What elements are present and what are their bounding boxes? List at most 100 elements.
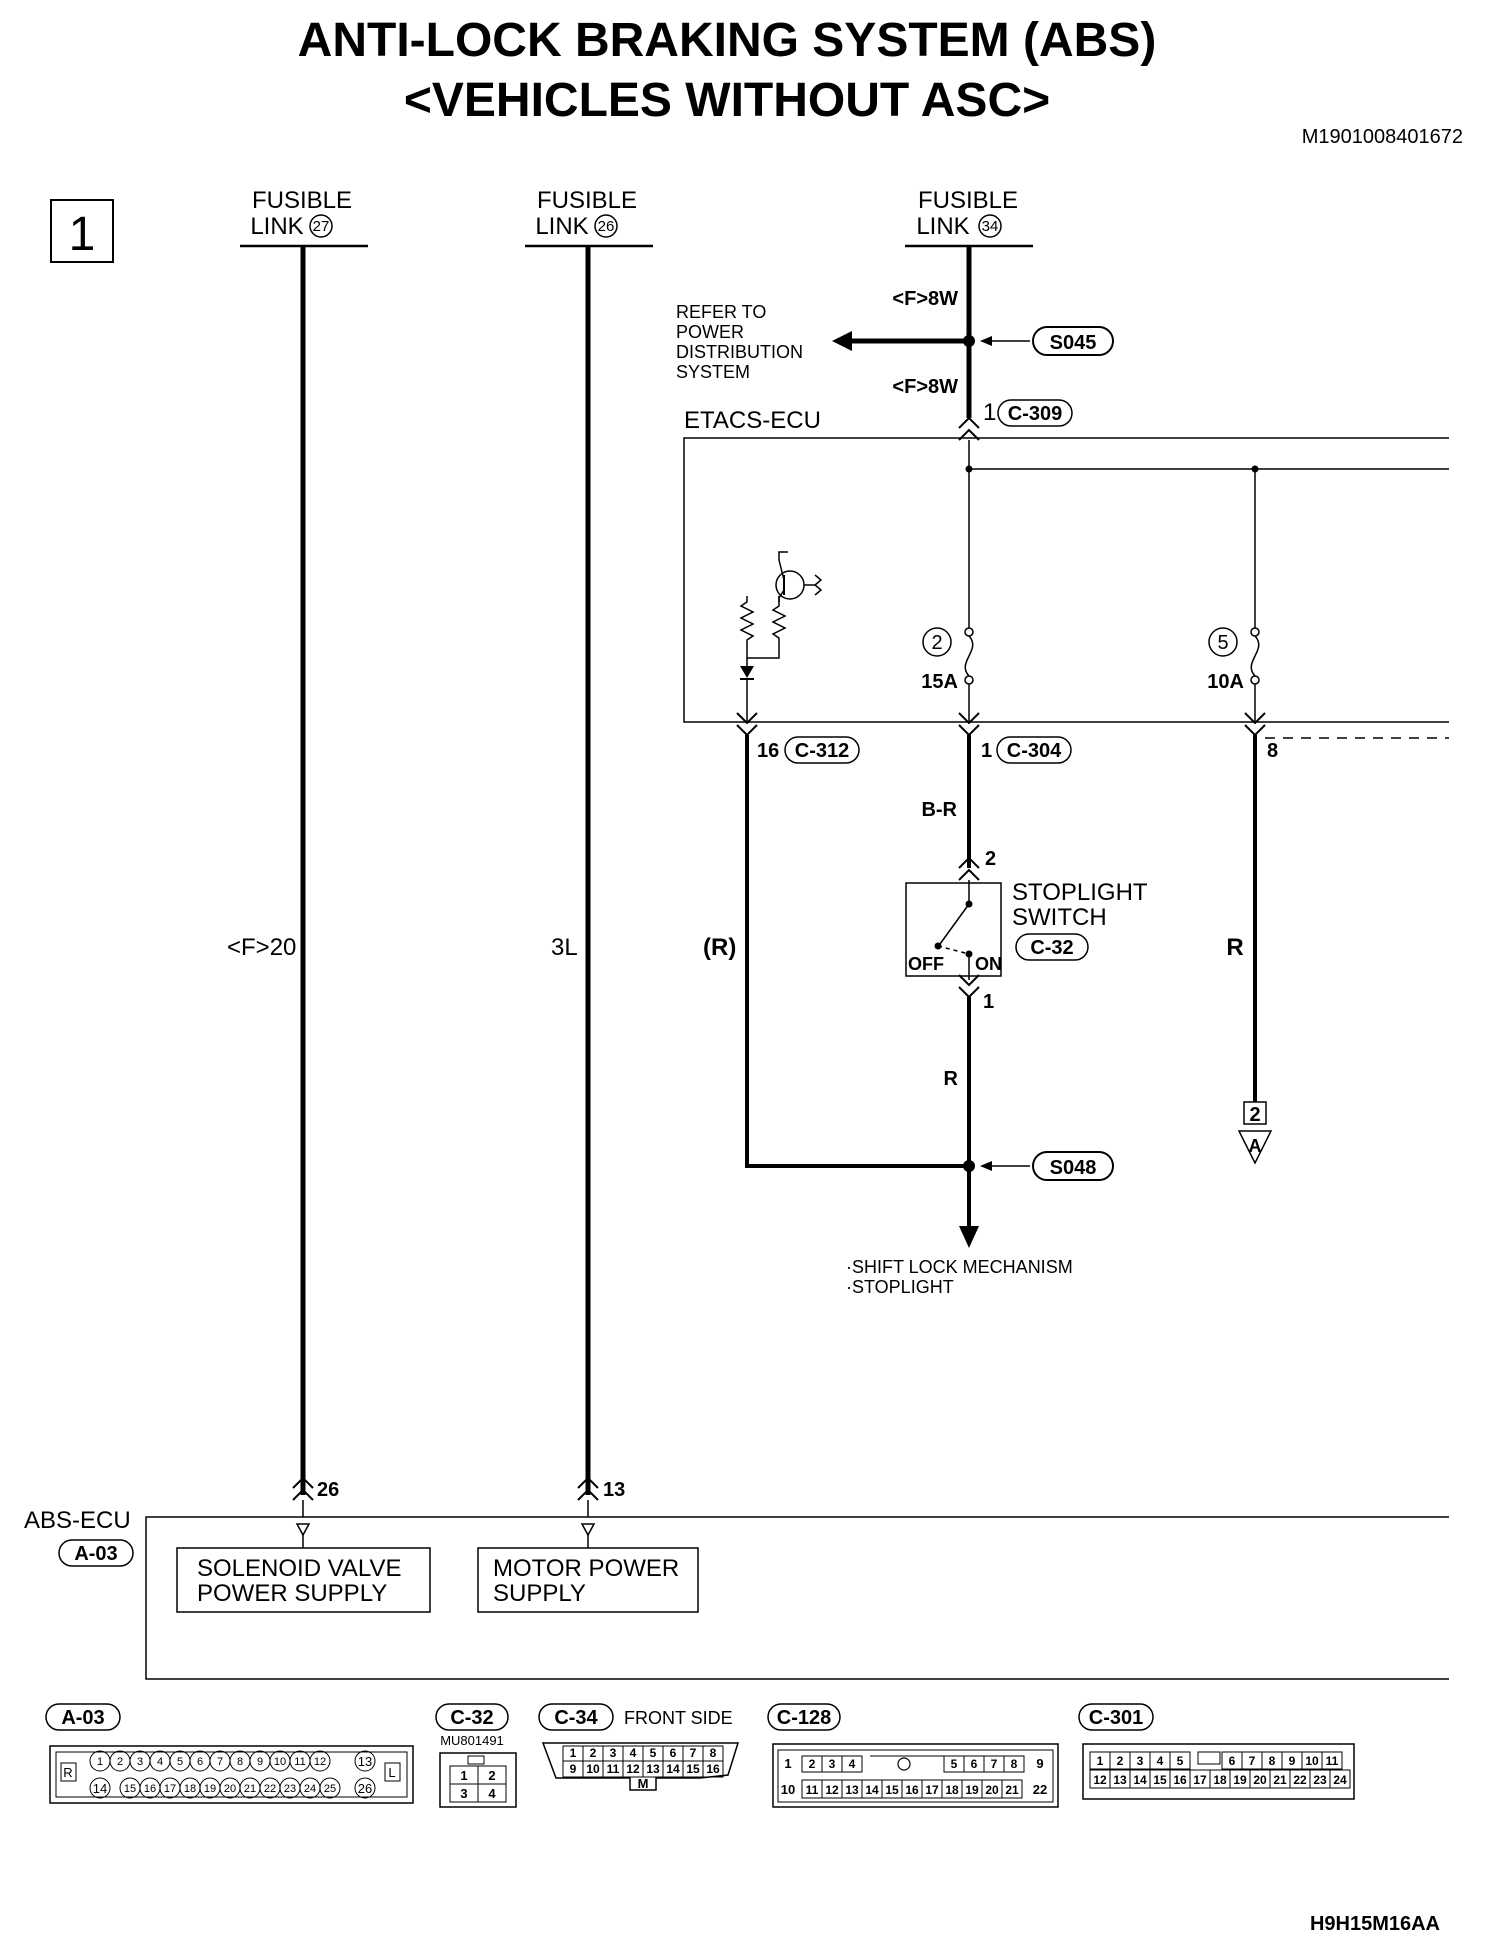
abs-pin-13-terminal: [580, 1523, 596, 1537]
connector-a03-pin-16: 16: [144, 1783, 156, 1795]
title-line-2: <VEHICLES WITHOUT ASC>: [404, 74, 1050, 127]
etacs-ecu-box: [683, 437, 1449, 723]
etacs-ecu-label: ETACS-ECU: [684, 407, 821, 434]
connector-c32-body: [439, 1752, 517, 1808]
solenoid-power-line1: SOLENOID VALVE: [197, 1555, 402, 1582]
connector-a03-pin-1: 1: [97, 1756, 103, 1768]
fusible-link-34-line2: LINK: [916, 213, 969, 240]
fusible-link-34-num: 34: [982, 218, 999, 235]
fuse-5-rating: 10A: [1207, 671, 1244, 693]
connector-c128-body: [772, 1743, 1059, 1808]
wire-etacs-16: [745, 735, 969, 1168]
connector-c34-pin-13: 13: [646, 1762, 660, 1776]
solenoid-power-line2: POWER SUPPLY: [197, 1580, 387, 1607]
connector-a03-pin-17: 17: [164, 1783, 176, 1795]
splice-s045-badge: [1032, 326, 1114, 356]
connector-a03-right-mark: L: [388, 1765, 395, 1780]
pullup-resistor-1: [739, 596, 755, 666]
abs-pin-13-chevron-2: [577, 1488, 599, 1501]
etacs-input-conn-badge: [997, 399, 1073, 427]
connector-a03-pin-8: 8: [237, 1756, 243, 1768]
continuation-box: [1243, 1101, 1267, 1125]
connector-a03-pin-25: 25: [324, 1783, 336, 1795]
connector-c128-pin-10: 10: [781, 1782, 795, 1797]
connector-c34-pin-16-cell: [702, 1760, 724, 1778]
fuse-2-bottom-terminal: [964, 675, 974, 685]
abs-ecu: ABS-ECU A-03 26 13 SOLENOID VALVE POWER …: [24, 1476, 1449, 1680]
abs-ecu-box: [145, 1516, 1449, 1680]
connector-c128-pin-14: 14: [865, 1783, 879, 1797]
fusible-link-34-num-circle: [978, 214, 1002, 238]
fuse-2-num: 2: [931, 632, 942, 654]
fusible-link-27-num: 27: [313, 218, 330, 235]
connector-c34-body: [541, 1742, 740, 1791]
fuse-5-num: 5: [1217, 632, 1228, 654]
connector-c301-latch: [1197, 1751, 1221, 1765]
connector-c34-pin-12: 12: [626, 1762, 640, 1776]
pullup-resistor-2: [747, 596, 787, 659]
etacs-input-conn: C-309: [1008, 403, 1062, 425]
connector-a03-body: [49, 1745, 414, 1804]
stoplight-bottom-chevron-1: [958, 974, 980, 987]
wire-etacs-16-label: (R): [703, 934, 736, 961]
fusible-link-26-line1: FUSIBLE: [537, 187, 637, 214]
abs-pin-26-terminal: [295, 1523, 311, 1537]
fusible-link-26-num: 26: [598, 218, 615, 235]
etacs-output-circuit: [739, 551, 823, 722]
connector-c128-pin-3: 3: [829, 1757, 836, 1771]
connector-c34-pin-9: 9: [570, 1762, 577, 1776]
connector-a03-pin-25-circle: [319, 1777, 341, 1799]
splice-s048-junction: [963, 1160, 975, 1172]
connector-a03-pin-26-circle: [354, 1777, 376, 1799]
fusible-link-27-num-circle: [309, 214, 333, 238]
connector-a03-pin-12-circle: [309, 1750, 331, 1772]
connector-c128-pin-12: 12: [825, 1783, 839, 1797]
connector-c301-pin-7: 7: [1249, 1754, 1256, 1768]
connector-a03-pin-12: 12: [314, 1756, 326, 1768]
etacs-out-1-chevron-1: [958, 712, 980, 725]
etacs-output-16: 16 C-312: [736, 712, 860, 764]
document-code: M1901008401672: [1302, 126, 1463, 148]
connector-c128-pin-16: 16: [905, 1783, 919, 1797]
connector-a03-pin-5: 5: [177, 1756, 183, 1768]
connector-a03-pin-3: 3: [137, 1756, 143, 1768]
connector-a03-pin-26: 26: [358, 1781, 372, 1796]
stoplight-switch-label-2: SWITCH: [1012, 904, 1107, 931]
etacs-input-chevron-1: [958, 416, 980, 429]
connector-c128-pin-19: 19: [965, 1783, 979, 1797]
page-number-box: [50, 199, 114, 263]
stoplight-switch-conn-badge: [1015, 933, 1089, 961]
connector-a03-pin-24: 24: [304, 1783, 316, 1795]
connector-c128-label: C-128: [777, 1707, 831, 1729]
connector-a03-pin-20: 20: [224, 1783, 236, 1795]
connector-a03-right-mark-box: [384, 1762, 401, 1782]
connector-c301-pin-2: 2: [1117, 1754, 1124, 1768]
connector-c301-pin-24-cell: [1329, 1769, 1351, 1789]
connector-c128-key: [897, 1757, 911, 1771]
destination-2: ·STOPLIGHT: [846, 1277, 954, 1297]
wire-stop-lower-label: R: [944, 1068, 959, 1090]
fuse-5-top-terminal: [1250, 627, 1260, 637]
fusible-link-27: FUSIBLE LINK 27: [240, 187, 368, 248]
connector-c34-pin-3: 3: [610, 1746, 617, 1760]
fusible-link-26-line2: LINK: [535, 213, 588, 240]
connector-c301-pin-15: 15: [1153, 1773, 1167, 1787]
connector-c34-pin-7: 7: [690, 1746, 697, 1760]
connector-c32-pin-1: 1: [460, 1768, 467, 1783]
stoplight-bottom-chevron-2: [958, 986, 980, 999]
connector-a03-pin-14: 14: [93, 1781, 107, 1796]
destination-1: ·SHIFT LOCK MECHANISM: [846, 1257, 1073, 1277]
connector-c301-pin-21: 21: [1273, 1773, 1287, 1787]
connector-c32: C-32 MU801491 1 2 3 4: [435, 1703, 517, 1808]
connector-c34-pin-15: 15: [686, 1762, 700, 1776]
connector-a03-pin-15: 15: [124, 1783, 136, 1795]
connector-c301-label: C-301: [1089, 1707, 1143, 1729]
etacs-out-16-conn-badge: [784, 736, 860, 764]
connector-c34-tab: M: [638, 1776, 649, 1791]
connector-c301-pin-22: 22: [1293, 1773, 1307, 1787]
etacs-out-16-conn: C-312: [795, 740, 849, 762]
